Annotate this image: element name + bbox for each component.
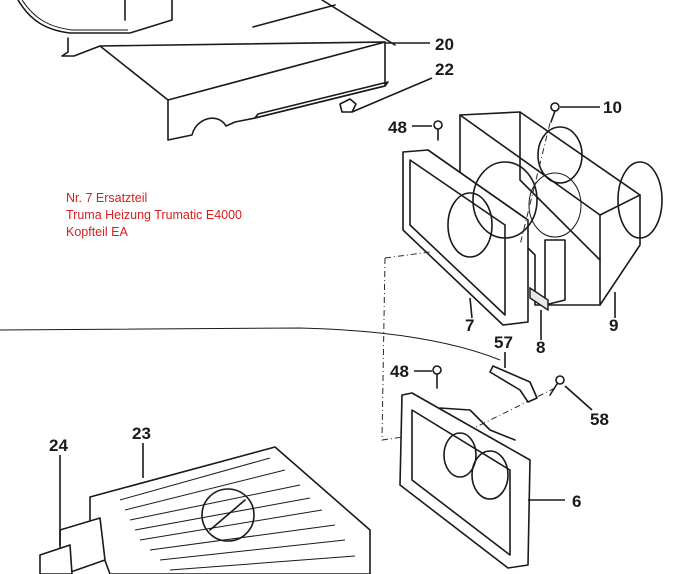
part-24-connector — [39, 517, 106, 574]
caption-line-3: Kopfteil EA — [66, 225, 128, 239]
caption-line-2: Truma Heizung Trumatic E4000 — [66, 208, 243, 222]
screw-48-top — [433, 120, 443, 141]
part-label-7: 7 — [465, 316, 475, 335]
part-caption: Nr. 7 Ersatzteil Truma Heizung Trumatic … — [66, 190, 242, 241]
part-label-20: 20 — [435, 35, 454, 54]
caption-line-1: Nr. 7 Ersatzteil — [66, 191, 148, 205]
part-label-6: 6 — [572, 492, 582, 511]
part-57-lever — [489, 365, 538, 403]
upper-housing — [17, 0, 396, 46]
part-23-control-unit — [89, 446, 371, 574]
part-6-front-frame — [399, 392, 531, 569]
screw-58 — [549, 375, 565, 396]
part-8-strip — [529, 239, 566, 312]
part-9-rear-housing — [459, 111, 663, 306]
part-label-48-bottom: 48 — [390, 362, 409, 381]
screw-48-bottom — [432, 365, 442, 389]
assembly-line-top — [519, 122, 551, 246]
part-label-48-top: 48 — [388, 118, 407, 137]
part-label-22: 22 — [435, 60, 454, 79]
part-label-9: 9 — [609, 316, 619, 335]
part-label-23: 23 — [132, 424, 151, 443]
part-label-10: 10 — [603, 98, 622, 117]
part-label-24: 24 — [49, 436, 68, 455]
part-7-front-frame — [402, 149, 538, 326]
screw-10 — [550, 102, 560, 123]
part-label-8: 8 — [536, 338, 546, 357]
part-20-cover-plate — [61, 37, 389, 141]
part-label-58: 58 — [590, 410, 609, 429]
reference-curve — [0, 327, 501, 361]
part-label-57: 57 — [494, 333, 513, 352]
assembly-line-h — [384, 251, 431, 259]
leader-22 — [351, 77, 433, 113]
assembly-line-58 — [469, 387, 556, 431]
